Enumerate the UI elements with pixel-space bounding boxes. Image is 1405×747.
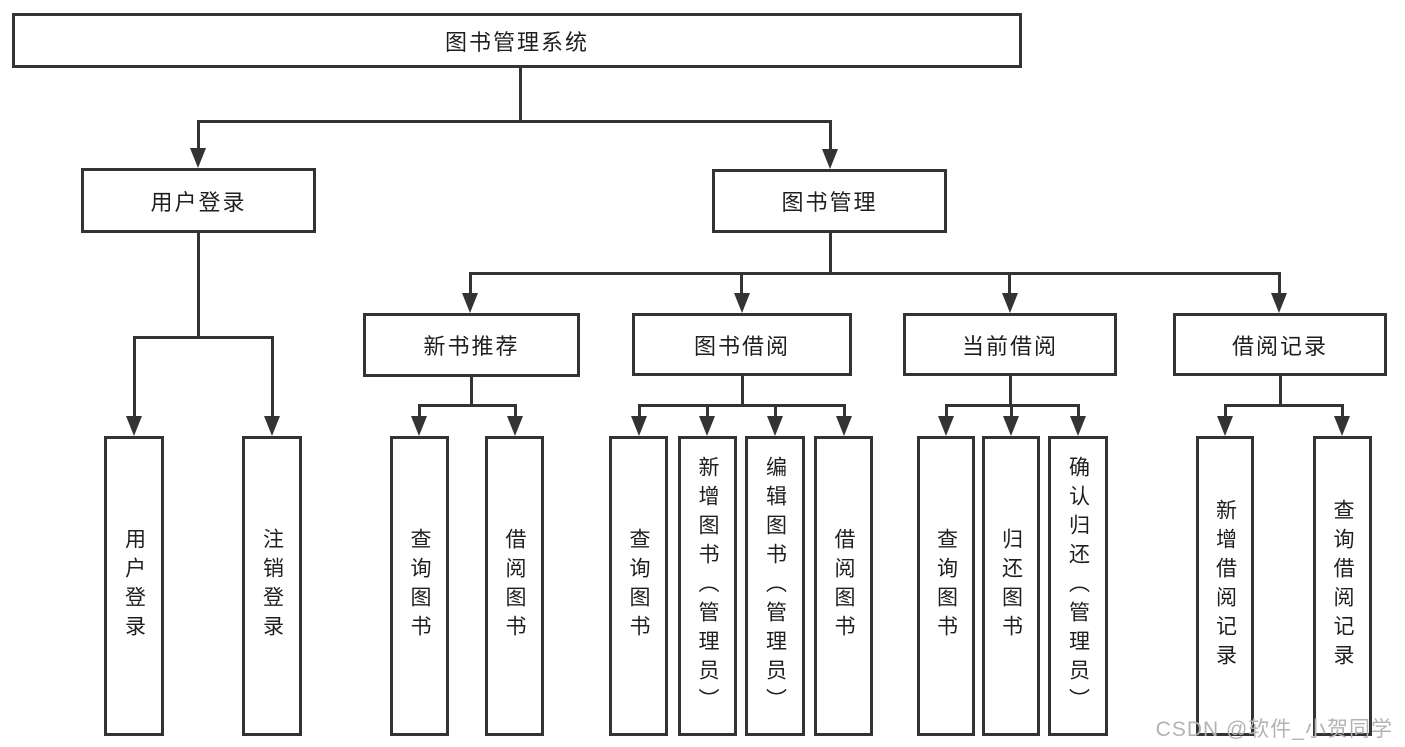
connector-drop-logout bbox=[271, 336, 274, 416]
node-leaf-query-books-recommend: 查询图书 bbox=[390, 436, 449, 736]
arrowhead-down-icon bbox=[1070, 416, 1086, 436]
connector-user-login-split bbox=[133, 336, 274, 339]
connector-drop bbox=[706, 404, 709, 416]
connector-drop-book-management bbox=[829, 120, 832, 149]
arrowhead-down-icon bbox=[1271, 293, 1287, 313]
connector-drop bbox=[514, 404, 517, 416]
connector-user-login-stem bbox=[197, 233, 200, 336]
connector-drop-book-borrow bbox=[740, 272, 743, 293]
arrowhead-down-icon bbox=[836, 416, 852, 436]
connector-drop bbox=[1010, 404, 1013, 416]
arrowhead-down-icon bbox=[1334, 416, 1350, 436]
connector-level1-split bbox=[197, 120, 831, 123]
arrowhead-down-icon bbox=[411, 416, 427, 436]
node-new-book-recommendation: 新书推荐 bbox=[363, 313, 580, 377]
connector-drop bbox=[418, 404, 421, 416]
arrowhead-down-icon bbox=[507, 416, 523, 436]
node-leaf-query-borrow-record: 查询借阅记录 bbox=[1313, 436, 1372, 736]
connector-book-management-stem bbox=[829, 233, 832, 272]
connector-level3-split bbox=[469, 272, 1281, 275]
arrowhead-down-icon bbox=[631, 416, 647, 436]
connector-drop bbox=[1224, 404, 1227, 416]
arrowhead-down-icon bbox=[938, 416, 954, 436]
arrowhead-down-icon bbox=[190, 148, 206, 168]
csdn-watermark: CSDN @软件_小贺同学 bbox=[1155, 718, 1393, 741]
connector-drop bbox=[774, 404, 777, 416]
arrowhead-down-icon bbox=[767, 416, 783, 436]
node-leaf-edit-books-admin: 编辑图书（管理员） bbox=[745, 436, 805, 736]
node-leaf-user-login: 用户登录 bbox=[104, 436, 164, 736]
node-leaf-query-books-current: 查询图书 bbox=[917, 436, 975, 736]
connector-groupC-stem bbox=[1009, 376, 1012, 404]
node-library-management-system: 图书管理系统 bbox=[12, 13, 1022, 68]
arrowhead-down-icon bbox=[1003, 416, 1019, 436]
node-leaf-add-borrow-record: 新增借阅记录 bbox=[1196, 436, 1254, 736]
node-leaf-add-books-admin: 新增图书（管理员） bbox=[678, 436, 737, 736]
node-user-login: 用户登录 bbox=[81, 168, 316, 233]
arrowhead-down-icon bbox=[264, 416, 280, 436]
connector-drop bbox=[1077, 404, 1080, 416]
connector-drop-borrow-records bbox=[1278, 272, 1281, 293]
node-borrowing-records: 借阅记录 bbox=[1173, 313, 1387, 376]
connector-groupA-split bbox=[418, 404, 516, 407]
node-leaf-confirm-return-admin: 确认归还（管理员） bbox=[1048, 436, 1108, 736]
connector-drop bbox=[945, 404, 948, 416]
arrowhead-down-icon bbox=[1217, 416, 1233, 436]
node-book-management: 图书管理 bbox=[712, 169, 947, 233]
connector-drop bbox=[638, 404, 641, 416]
node-leaf-borrow-books-recommend: 借阅图书 bbox=[485, 436, 544, 736]
arrowhead-down-icon bbox=[734, 293, 750, 313]
arrowhead-down-icon bbox=[126, 416, 142, 436]
connector-groupD-stem bbox=[1279, 376, 1282, 404]
arrowhead-down-icon bbox=[822, 149, 838, 169]
node-current-borrowing: 当前借阅 bbox=[903, 313, 1117, 376]
node-leaf-borrow-books: 借阅图书 bbox=[814, 436, 873, 736]
connector-drop-current-borrow bbox=[1008, 272, 1011, 293]
connector-drop-login bbox=[133, 336, 136, 416]
connector-groupA-stem bbox=[470, 377, 473, 404]
arrowhead-down-icon bbox=[699, 416, 715, 436]
connector-groupB-split bbox=[638, 404, 845, 407]
arrowhead-down-icon bbox=[462, 293, 478, 313]
connector-drop-new-book bbox=[469, 272, 472, 293]
node-leaf-query-books-borrow: 查询图书 bbox=[609, 436, 668, 736]
connector-drop bbox=[1341, 404, 1344, 416]
node-leaf-logout: 注销登录 bbox=[242, 436, 302, 736]
connector-groupD-split bbox=[1224, 404, 1343, 407]
arrowhead-down-icon bbox=[1002, 293, 1018, 313]
node-leaf-return-books: 归还图书 bbox=[982, 436, 1040, 736]
connector-root-stem bbox=[519, 68, 522, 120]
connector-drop-user-login bbox=[197, 120, 200, 148]
connector-groupB-stem bbox=[741, 376, 744, 404]
node-book-borrowing: 图书借阅 bbox=[632, 313, 852, 376]
connector-drop bbox=[843, 404, 846, 416]
